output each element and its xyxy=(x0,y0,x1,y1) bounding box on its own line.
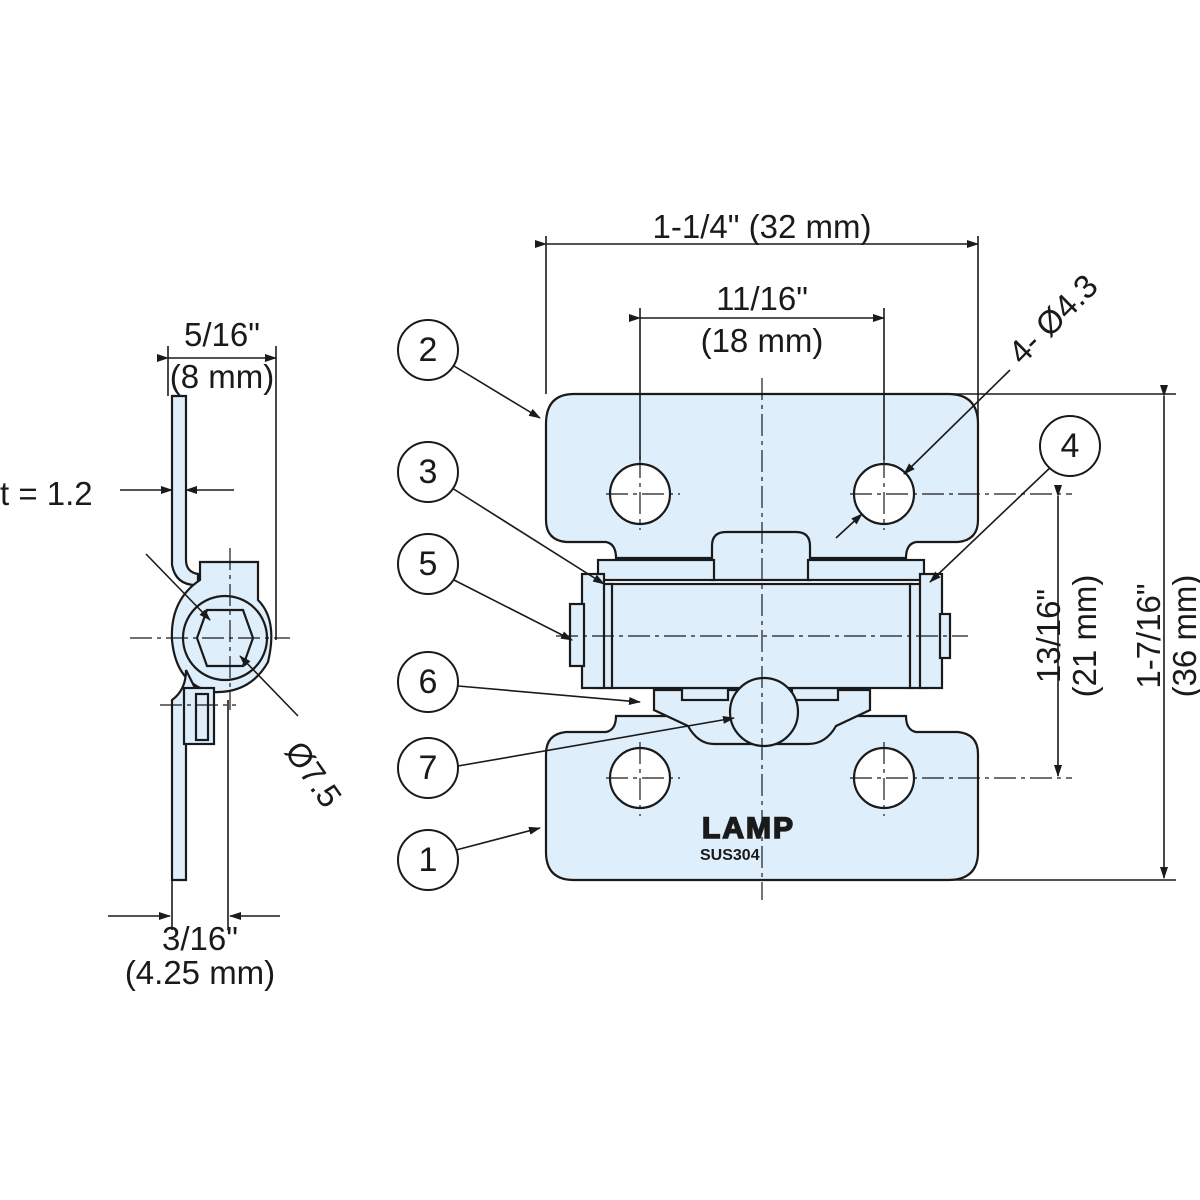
latch-slot-right xyxy=(790,686,840,702)
side-offset-dim-line2: (4.25 mm) xyxy=(125,954,275,991)
vertical-pitch-dim-line2: (21 mm) xyxy=(1066,575,1103,698)
latch-slot-left xyxy=(680,686,730,702)
hole-pitch-dim-line2: (18 mm) xyxy=(701,322,824,359)
side-thickness-dim: t = 1.2 xyxy=(0,475,93,512)
callout-6: 6 xyxy=(397,651,459,713)
callout-7: 7 xyxy=(397,737,459,799)
callout-5: 5 xyxy=(397,533,459,595)
overall-height-dim-line1: 1-7/16" xyxy=(1130,583,1167,688)
knuckle-strip-left xyxy=(596,558,716,582)
brand-mark: LAMP xyxy=(702,812,795,845)
svg-text:6: 6 xyxy=(419,663,438,701)
latch-knob xyxy=(728,676,800,748)
svg-text:4: 4 xyxy=(1061,427,1080,465)
callout-3: 3 xyxy=(397,441,459,503)
hole-diameter-callout: 4- Ø4.3 xyxy=(1001,267,1105,371)
side-view: 5/16" (8 mm) t = 1.2 Ø7.5 3/16" (4.25 mm… xyxy=(0,316,349,991)
side-width-dim-line1: 5/16" xyxy=(184,316,260,353)
svg-text:1: 1 xyxy=(419,841,438,879)
side-pin-diameter: Ø7.5 xyxy=(278,734,349,814)
material-mark: SUS304 xyxy=(700,847,760,864)
hole-pitch-dim-line1: 11/16" xyxy=(716,280,808,317)
overall-width-dim: 1-1/4" (32 mm) xyxy=(653,208,872,245)
svg-text:2: 2 xyxy=(419,331,438,369)
side-plate-left xyxy=(580,572,606,690)
callout-4: 4 xyxy=(1039,415,1101,477)
side-width-dim-line2: (8 mm) xyxy=(170,358,274,395)
upper-leaf-tab xyxy=(710,530,812,582)
svg-text:7: 7 xyxy=(419,749,438,787)
knuckle-strip-right xyxy=(806,558,926,582)
overall-height-dim-line2: (36 mm) xyxy=(1166,575,1200,698)
side-offset-dim-line1: 3/16" xyxy=(162,920,238,957)
svg-text:3: 3 xyxy=(419,453,438,491)
side-latch-inner xyxy=(194,692,210,742)
side-plate-right xyxy=(918,572,944,690)
vertical-pitch-dim-line1: 13/16" xyxy=(1030,589,1067,683)
front-view: LAMP SUS304 1-1/4" (32 mm) 11/16" (18 mm… xyxy=(397,208,1200,900)
callout-2: 2 xyxy=(397,319,459,381)
pin-head-left xyxy=(568,602,586,668)
svg-text:5: 5 xyxy=(419,545,438,583)
callout-1: 1 xyxy=(397,829,459,891)
